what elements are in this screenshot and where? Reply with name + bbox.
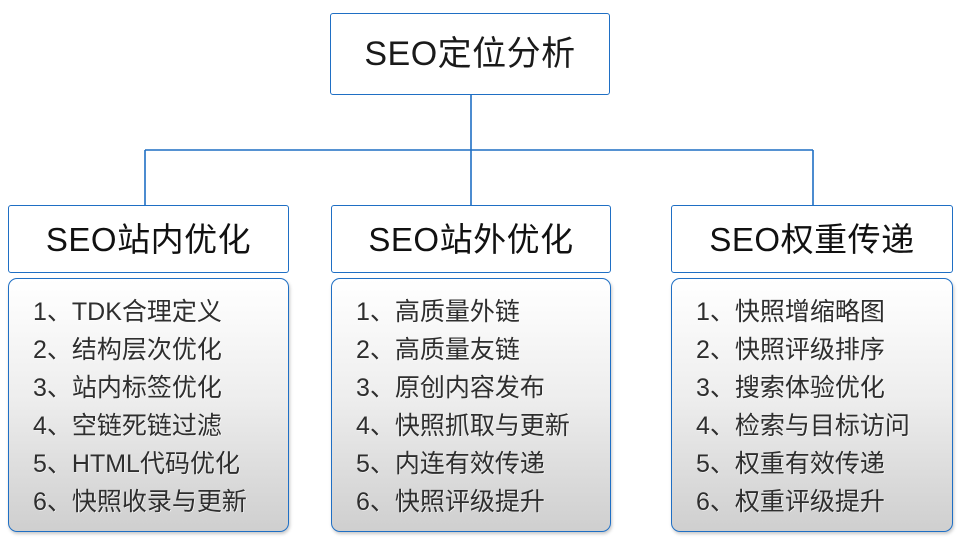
branch-list-seo-weight: 1、快照增缩略图 2、快照评级排序 3、搜索体验优化 4、检索与目标访问 5、权… (671, 278, 953, 532)
list-item: 2、高质量友链 (356, 336, 520, 364)
list-item: 3、原创内容发布 (356, 374, 545, 402)
list-item: 2、结构层次优化 (33, 336, 222, 364)
list-item: 3、站内标签优化 (33, 374, 222, 402)
branch-list-seo-offsite: 1、高质量外链 2、高质量友链 3、原创内容发布 4、快照抓取与更新 5、内连有… (331, 278, 611, 532)
list-item: 1、TDK合理定义 (33, 298, 222, 326)
branch-column-seo-weight: SEO权重传递 1、快照增缩略图 2、快照评级排序 3、搜索体验优化 4、检索与… (671, 205, 953, 532)
list-item: 5、权重有效传递 (696, 450, 885, 478)
list-item: 1、快照增缩略图 (696, 298, 885, 326)
branch-header-label: SEO站外优化 (368, 220, 574, 258)
branch-header-seo-weight[interactable]: SEO权重传递 (671, 205, 953, 273)
branch-column-seo-onsite: SEO站内优化 1、TDK合理定义 2、结构层次优化 3、站内标签优化 4、空链… (8, 205, 289, 532)
list-item: 4、快照抓取与更新 (356, 412, 570, 440)
branch-header-seo-onsite[interactable]: SEO站内优化 (8, 205, 289, 273)
branch-list-seo-onsite: 1、TDK合理定义 2、结构层次优化 3、站内标签优化 4、空链死链过滤 5、H… (8, 278, 289, 532)
list-item: 6、快照收录与更新 (33, 488, 247, 516)
branch-header-label: SEO权重传递 (709, 220, 915, 258)
list-item: 4、检索与目标访问 (696, 412, 910, 440)
list-item: 2、快照评级排序 (696, 336, 885, 364)
list-item: 1、高质量外链 (356, 298, 520, 326)
list-item: 3、搜索体验优化 (696, 374, 885, 402)
list-item: 5、HTML代码优化 (33, 450, 240, 478)
branch-header-seo-offsite[interactable]: SEO站外优化 (331, 205, 611, 273)
list-item: 5、内连有效传递 (356, 450, 545, 478)
list-item: 6、快照评级提升 (356, 488, 545, 516)
branch-column-seo-offsite: SEO站外优化 1、高质量外链 2、高质量友链 3、原创内容发布 4、快照抓取与… (331, 205, 611, 532)
root-node[interactable]: SEO定位分析 (330, 13, 610, 95)
branch-header-label: SEO站内优化 (45, 220, 252, 258)
list-item: 6、权重评级提升 (696, 488, 885, 516)
list-item: 4、空链死链过滤 (33, 412, 222, 440)
root-node-label: SEO定位分析 (364, 35, 576, 73)
